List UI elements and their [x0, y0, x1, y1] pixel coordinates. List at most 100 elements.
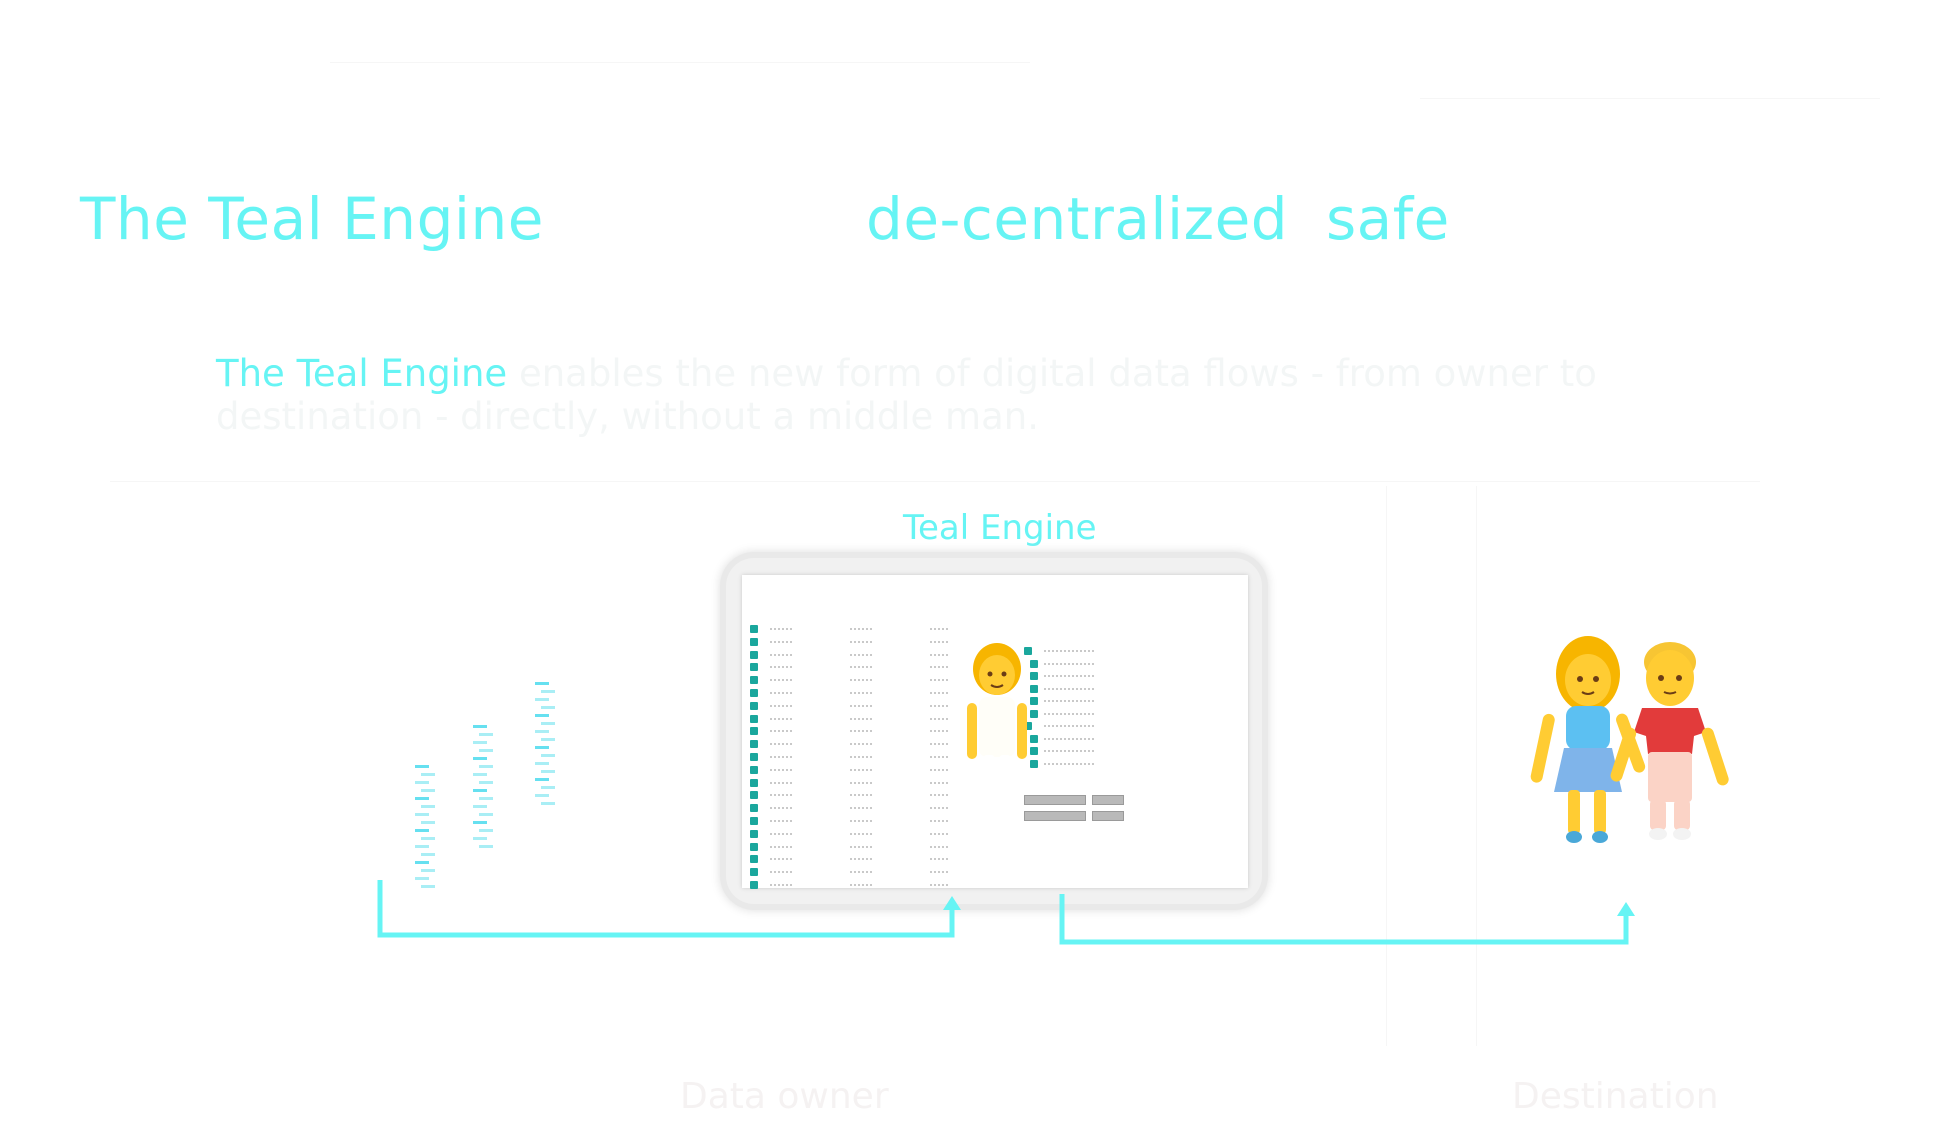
data-stack-cell [535, 762, 549, 765]
screen-row-cell [850, 640, 872, 645]
screen-row-checkbox [750, 727, 758, 736]
screen-row-checkbox [750, 714, 758, 723]
data-stack-cell [541, 770, 555, 773]
screen-row-checkbox [750, 740, 758, 749]
intro-paragraph: The Teal Engine enables the new form of … [216, 352, 1696, 438]
data-stack-cell [415, 797, 429, 800]
screen-row-cell [930, 628, 948, 632]
data-stack-cell [421, 837, 435, 840]
data-stack-cell [421, 789, 435, 792]
screen-row-checkbox [750, 701, 758, 710]
screen-row-cell [770, 756, 792, 760]
arrow-up-icon [943, 896, 961, 910]
data-stack-cell [535, 746, 549, 749]
data-stack-cell [421, 869, 435, 872]
screen-row-checkbox [750, 753, 758, 761]
arrow-up-icon [1617, 902, 1635, 916]
diagram-top-rule [110, 481, 1760, 482]
screen-panel-line [1044, 687, 1094, 692]
data-stack-cell [473, 789, 487, 792]
screen-row-cell [850, 807, 872, 811]
screen-row-cell [930, 781, 948, 786]
screen-panel-checkbox [1024, 647, 1032, 655]
screen-panel-line [1044, 737, 1094, 742]
data-stack-cell [479, 845, 493, 848]
screen-row-cell [770, 704, 792, 709]
screen-row-cell [850, 871, 872, 875]
data-stack-cell [479, 813, 493, 816]
data-stack-cell [541, 738, 555, 741]
screen-row-cell [850, 768, 872, 773]
screen-panel-checkbox [1030, 697, 1038, 705]
data-stack-cell [541, 754, 555, 757]
data-stack-cell [473, 805, 487, 808]
data-stack-cell [479, 733, 493, 736]
data-stack-cell [541, 706, 555, 709]
person-icon [967, 643, 1027, 803]
screen-panel-checkbox [1030, 659, 1038, 668]
headline-word-safe: safe [1325, 185, 1450, 253]
data-stack-cell [541, 690, 555, 693]
screen-row-cell [770, 884, 792, 888]
data-stack-cell [473, 821, 487, 824]
screen-panel-checkbox [1024, 722, 1032, 730]
data-stack-cell [541, 786, 555, 789]
screen-row-cell [930, 666, 948, 670]
screen-row-cell [770, 640, 792, 645]
screen-row-cell [850, 679, 872, 683]
data-stack-icon [415, 682, 555, 888]
data-stack-cell [479, 781, 493, 784]
engine-label: Teal Engine [903, 508, 1097, 548]
screen-row-cell [770, 666, 792, 670]
data-stack-cell [473, 757, 487, 760]
screen-row-cell [850, 794, 872, 798]
data-stack-cell [541, 802, 555, 805]
screen-row-cell [770, 768, 792, 773]
screen-row-cell [930, 679, 948, 683]
data-stack-cell [421, 805, 435, 808]
data-stack-cell [535, 730, 549, 733]
screen-row-checkbox [750, 625, 758, 633]
data-stack-cell [415, 813, 429, 816]
screen-row-cell [850, 628, 872, 632]
screen-row-cell [930, 717, 948, 722]
screen-row-cell [930, 807, 948, 811]
screen-row-cell [930, 871, 948, 875]
screen-row-cell [850, 704, 872, 709]
screen-row-cell [770, 820, 792, 824]
screen-row-cell [930, 845, 948, 850]
data-stack-cell [479, 797, 493, 800]
data-stack-cell [421, 773, 435, 776]
screen-row-checkbox [750, 663, 758, 672]
data-stack-cell [535, 714, 549, 717]
screen-panel-line [1044, 712, 1094, 717]
intro-text: enables the new form of digital data flo… [216, 352, 1597, 438]
screen-row-cell [770, 781, 792, 786]
screen-row-checkbox [750, 881, 758, 889]
screen-panel-line [1044, 650, 1094, 654]
screen-row-checkbox [750, 791, 758, 800]
headline-keywords: de-centralized safe [866, 185, 1450, 253]
screen-row-checkbox [750, 689, 758, 697]
screen-row-cell [930, 832, 948, 837]
screen-row-cell [770, 807, 792, 811]
intro-engine-name: The Teal Engine [216, 352, 508, 395]
screen-panel-checkbox [1030, 759, 1038, 768]
headline-word-decentralized: de-centralized [866, 185, 1289, 253]
screen-row-cell [850, 781, 872, 786]
screen-panel-line [1044, 675, 1094, 679]
data-stack-cell [421, 885, 435, 888]
data-stack-cell [473, 837, 487, 840]
diagram-divider-left [1386, 486, 1387, 1046]
screen-row-cell [930, 820, 948, 824]
data-stack-cell [421, 821, 435, 824]
data-stack-cell [479, 829, 493, 832]
data-stack-cell [473, 773, 487, 776]
screen-row-cell [770, 653, 792, 658]
screen-panel-line [1044, 700, 1094, 704]
screen-panel-line [1044, 662, 1094, 667]
screen-row-checkbox [750, 778, 758, 787]
data-stack-cell [421, 853, 435, 856]
data-stack-cell [535, 682, 549, 685]
